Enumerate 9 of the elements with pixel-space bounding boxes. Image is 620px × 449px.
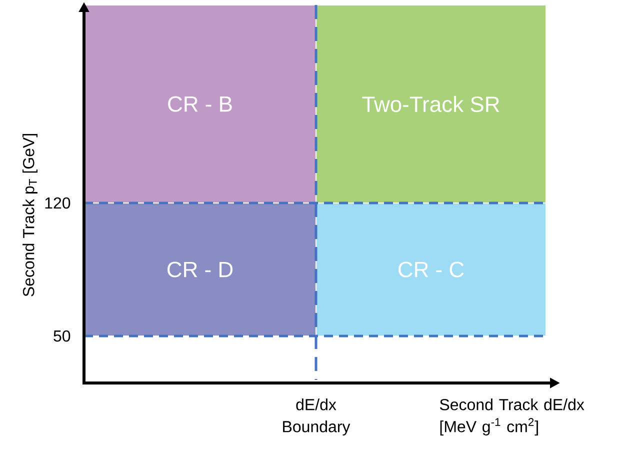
axis-title: Second Track p$_{T}$ [GeV] — [22, 134, 38, 296]
region-box: CR - B — [84, 4, 316, 204]
axis-title: Second Track dE/dx [MeV g$^{-1}$ cm$^{2}$] — [440, 398, 584, 436]
region-box: CR - D — [84, 202, 316, 336]
boundary-label: dE/dx Boundary — [283, 398, 350, 436]
region-box: Two-Track SR — [316, 4, 546, 204]
tick-label: 120 — [45, 197, 70, 209]
tick-label: 50 — [54, 330, 70, 342]
region-box: CR - C — [316, 202, 546, 336]
